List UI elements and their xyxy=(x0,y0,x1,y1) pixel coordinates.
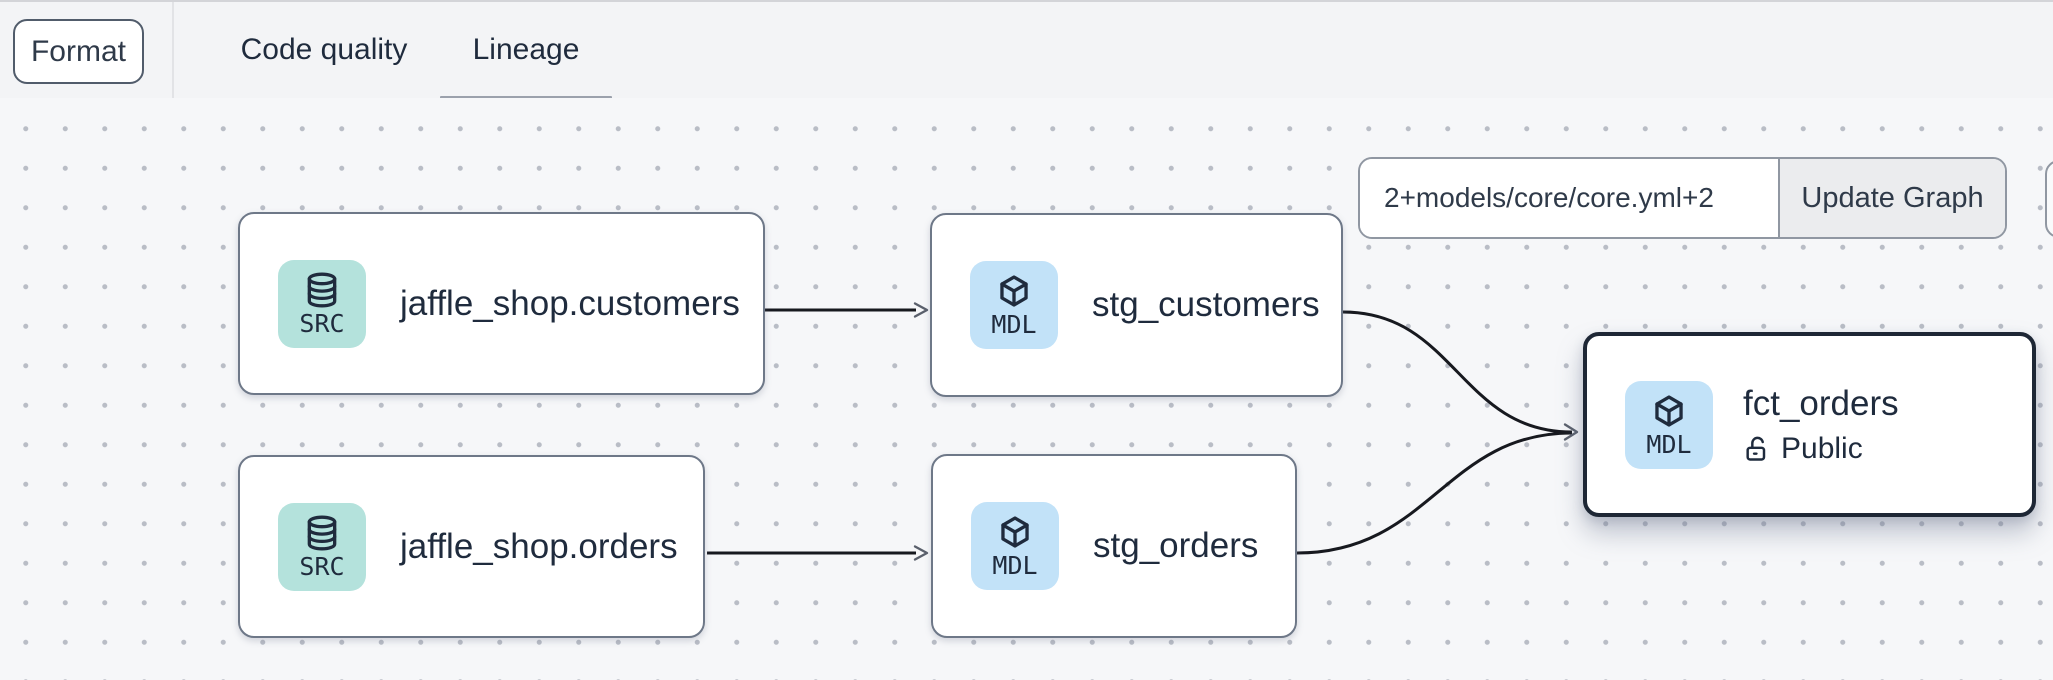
cube-icon xyxy=(1000,275,1028,307)
node-label: stg_orders xyxy=(1093,526,1259,565)
node-fct-orders[interactable]: MDL fct_orders Public xyxy=(1583,332,2036,517)
lineage-edges-layer xyxy=(707,302,1579,561)
source-badge: SRC xyxy=(278,502,366,591)
node-stg-orders[interactable]: MDL stg_orders xyxy=(931,454,1297,638)
badge-label: SRC xyxy=(299,308,345,338)
tab-lineage[interactable]: Lineage xyxy=(440,2,612,101)
editor-toolbar: Format Code quality Lineage xyxy=(0,0,2053,101)
lineage-selector-group: Update Graph xyxy=(1358,157,2007,239)
database-icon xyxy=(307,272,337,307)
node-label: fct_orders xyxy=(1743,383,1899,423)
model-badge: MDL xyxy=(970,261,1058,349)
toolbar-divider xyxy=(172,2,174,98)
tab-code-quality-label: Code quality xyxy=(240,33,408,66)
edge-line xyxy=(1342,310,1573,434)
format-button[interactable]: Format xyxy=(13,19,144,84)
arrowhead-icon xyxy=(913,545,929,561)
source-badge: SRC xyxy=(278,259,366,348)
database-icon xyxy=(307,515,337,550)
tab-code-quality[interactable]: Code quality xyxy=(221,2,427,98)
node-jaffle-shop-customers[interactable]: SRC jaffle_shop.customers xyxy=(238,212,765,395)
tab-lineage-label: Lineage xyxy=(472,33,580,66)
lineage-toolbar-partial-button[interactable] xyxy=(2045,160,2053,238)
badge-label: MDL xyxy=(991,310,1037,339)
node-label: jaffle_shop.customers xyxy=(400,283,740,323)
lineage-selector-input[interactable] xyxy=(1360,159,1778,237)
arrowhead-icon xyxy=(913,302,929,318)
model-badge: MDL xyxy=(971,502,1059,590)
arrowhead-icon xyxy=(1563,423,1579,441)
node-stg-customers[interactable]: MDL stg_customers xyxy=(930,213,1343,397)
badge-label: SRC xyxy=(299,551,345,581)
lock-open-icon xyxy=(1746,436,1766,461)
badge-label: MDL xyxy=(992,551,1038,580)
badge-label: MDL xyxy=(1646,429,1692,459)
model-badge: MDL xyxy=(1625,380,1713,469)
cube-icon xyxy=(1001,516,1029,548)
node-jaffle-shop-orders[interactable]: SRC jaffle_shop.orders xyxy=(238,455,705,638)
lineage-canvas[interactable]: SRC jaffle_shop.customers MDL stg_custom… xyxy=(0,98,2053,680)
update-graph-button[interactable]: Update Graph xyxy=(1778,159,2005,237)
cube-icon xyxy=(1655,394,1683,427)
access-label: Public xyxy=(1781,431,1863,465)
node-label: stg_customers xyxy=(1092,285,1320,324)
node-label: jaffle_shop.orders xyxy=(400,526,678,566)
edge-line xyxy=(1296,431,1573,555)
